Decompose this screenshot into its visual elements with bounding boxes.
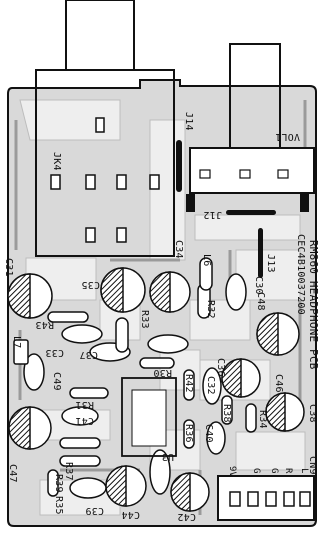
label-c46: C46 bbox=[273, 374, 284, 393]
title-line2: CEC4B10037200 bbox=[295, 234, 306, 315]
label-c39: C39 bbox=[85, 505, 104, 516]
label-r42: R42 bbox=[183, 374, 194, 393]
label-r38: R38 bbox=[221, 404, 232, 423]
connector-cn9 bbox=[217, 475, 315, 521]
label-c32: C32 bbox=[205, 376, 216, 395]
label-cn9: CN9 bbox=[307, 456, 318, 475]
label-r30: R30 bbox=[153, 367, 172, 378]
inductors bbox=[13, 257, 213, 365]
label-c44: C44 bbox=[121, 509, 140, 520]
label-l7: L7 bbox=[11, 336, 22, 348]
label-jk4: JK4 bbox=[51, 152, 62, 171]
label-c35: C35 bbox=[81, 279, 100, 290]
resistors bbox=[47, 283, 257, 497]
ic-u3 bbox=[121, 377, 177, 457]
pin-label-l: L bbox=[299, 468, 309, 474]
pin-label-g2: G bbox=[269, 468, 279, 474]
label-u3: U3 bbox=[162, 451, 174, 462]
label-r37: R37 bbox=[63, 462, 74, 481]
label-r34: R34 bbox=[257, 410, 268, 429]
label-c34: C34 bbox=[173, 240, 184, 259]
label-j12: J12 bbox=[203, 209, 222, 220]
label-vol1: VOL1 bbox=[275, 131, 300, 142]
label-c49: C49 bbox=[51, 372, 62, 391]
electrolytic-capacitors bbox=[7, 267, 305, 512]
label-c30: C30 bbox=[253, 276, 264, 295]
label-c33: C33 bbox=[45, 347, 64, 358]
label-r39: R39 bbox=[53, 474, 64, 493]
label-c31: C31 bbox=[3, 258, 14, 277]
label-c36: C36 bbox=[215, 358, 226, 377]
pin-label-r: R bbox=[283, 468, 293, 474]
silkscreen-labels: JK4 J14 VOL1 J12 J13 RM860 HEADPHONE PCB… bbox=[3, 112, 320, 522]
label-c48: C48 bbox=[255, 292, 266, 311]
label-c38: C38 bbox=[307, 404, 318, 423]
label-j13: J13 bbox=[265, 254, 276, 273]
label-c47: C47 bbox=[7, 464, 18, 483]
label-c42: C42 bbox=[177, 511, 196, 522]
label-r32: R32 bbox=[205, 300, 216, 319]
label-r36: R36 bbox=[183, 424, 194, 443]
label-c37: C37 bbox=[79, 349, 98, 360]
jumpers bbox=[176, 140, 276, 278]
label-j14: J14 bbox=[183, 112, 194, 131]
pin-label-g1: G bbox=[251, 468, 261, 474]
ceramic-capacitors bbox=[23, 273, 247, 499]
label-c40: C40 bbox=[203, 424, 214, 443]
title-line1: RM860 HEADPHONE PCB bbox=[307, 240, 320, 370]
pin-label-9v: 9V bbox=[227, 466, 237, 478]
label-r31: R31 bbox=[75, 399, 94, 410]
jack-jk4 bbox=[35, 0, 175, 257]
label-r33: R33 bbox=[139, 310, 150, 329]
label-r35: R35 bbox=[53, 496, 64, 515]
pot-vol1 bbox=[186, 43, 315, 212]
label-c41: C41 bbox=[75, 415, 94, 426]
label-l6: L6 bbox=[201, 254, 212, 266]
label-r43: R43 bbox=[35, 319, 54, 330]
